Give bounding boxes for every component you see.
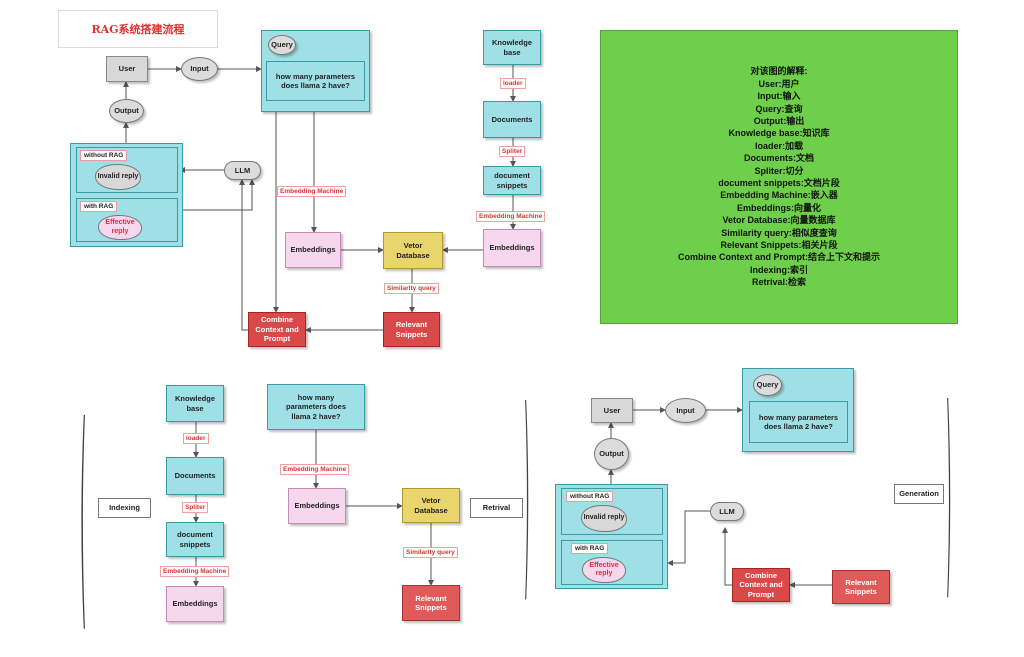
question-text-bottom: how many parameters does llama 2 have? xyxy=(749,401,848,443)
question-box-bottom: how many parameters does llama 2 have? xyxy=(267,384,365,430)
loader-tag: loader xyxy=(500,78,526,89)
embedding-machine-tag-left: Embedding Machine xyxy=(277,186,347,197)
query-node: Query xyxy=(268,35,296,55)
vector-database-node-bottom: Vetor Database xyxy=(402,488,460,523)
input-node: Input xyxy=(181,57,218,81)
generation-brace-right: ) xyxy=(946,376,952,632)
legend-line: loader:加载 xyxy=(754,140,803,151)
llm-node: LLM xyxy=(224,161,261,180)
embeddings-node-bottom-a: Embeddings xyxy=(166,586,224,622)
legend-line: Relevant Snippets:相关片段 xyxy=(720,240,838,251)
legend-line: 对该图的解释: xyxy=(750,66,808,77)
embedding-machine-tag-bottom-b: Embedding Machine xyxy=(280,464,350,475)
effective-reply-cloud: Effective reply xyxy=(98,215,142,240)
legend-line: document snippets:文档片段 xyxy=(718,178,840,188)
legend-line: Retrival:检索 xyxy=(751,277,806,288)
documents-node-bottom: Documents xyxy=(166,457,224,495)
retrival-brace-right: ) xyxy=(524,378,530,634)
input-node-bottom: Input xyxy=(665,398,706,423)
relevant-snippets-node: Relevant Snippets xyxy=(383,312,440,347)
embedding-machine-tag-bottom-a: Embedding Machine xyxy=(160,566,230,577)
embedding-machine-tag-right: Embedding Machine xyxy=(476,211,546,222)
legend-panel: 对该图的解释: User:用户 Input:输入 Query:查询 Output… xyxy=(600,30,958,324)
query-panel-bottom: Query how many parameters does llama 2 h… xyxy=(742,368,854,452)
legend-line: User:用户 xyxy=(758,78,800,89)
llm-node-bottom: LLM xyxy=(710,502,744,521)
effective-reply-cloud-bottom: Effective reply xyxy=(582,557,626,583)
with-rag-label: with RAG xyxy=(80,201,118,212)
indexing-brace-left: ( xyxy=(80,372,87,657)
vector-database-node: Vetor Database xyxy=(383,232,443,269)
embeddings-node-bottom-b: Embeddings xyxy=(288,488,346,524)
knowledge-base-node: Knowledge base xyxy=(483,30,541,65)
document-snippets-node-bottom: document snippets xyxy=(166,522,224,557)
legend-line: Spliter:切分 xyxy=(754,165,804,176)
relevant-snippets-node-bottom-mid: Relevant Snippets xyxy=(402,585,460,621)
legend-line: Similarity query:相似度查询 xyxy=(721,227,837,238)
indexing-label: Indexing xyxy=(98,498,151,518)
legend-line: Embedding Machine:嵌入器 xyxy=(720,190,838,201)
legend-line: Input:输入 xyxy=(757,91,801,102)
legend-line: Query:查询 xyxy=(755,103,803,114)
user-node-bottom: User xyxy=(591,398,633,423)
legend-line: Indexing:索引 xyxy=(750,264,808,275)
question-text: how many parameters does llama 2 have? xyxy=(266,61,365,101)
relevant-snippets-node-bottom: Relevant Snippets xyxy=(832,570,890,604)
without-rag-label: without RAG xyxy=(80,150,128,161)
embeddings-node-left: Embeddings xyxy=(285,232,341,268)
diagram-title: RAG系统搭建流程 xyxy=(58,10,218,48)
legend-line: Output:输出 xyxy=(753,115,805,126)
similarity-query-tag-bottom: Similarity query xyxy=(403,547,458,558)
legend-line: Documents:文档 xyxy=(743,153,814,164)
legend-line: Embeddings:向量化 xyxy=(736,202,821,213)
output-node: Output xyxy=(109,99,144,123)
legend-line: Knowledge base:知识库 xyxy=(728,128,830,139)
spliter-tag: Spliter xyxy=(499,146,526,157)
with-rag-label-bottom: with RAG xyxy=(571,543,609,554)
legend-line: Combine Context and Prompt:结合上下文和提示 xyxy=(678,252,880,263)
knowledge-base-node-bottom: Knowledge base xyxy=(166,385,224,422)
query-panel: Query how many parameters does llama 2 h… xyxy=(261,30,370,112)
output-node-bottom: Output xyxy=(594,438,629,470)
without-rag-label-bottom: without RAG xyxy=(566,491,614,502)
retrival-label: Retrival xyxy=(470,498,523,518)
embeddings-node-right: Embeddings xyxy=(483,229,541,267)
combine-context-node: Combine Context and Prompt xyxy=(248,312,306,347)
document-snippets-node: document snippets xyxy=(483,166,541,195)
invalid-reply-cloud-bottom: Invalid reply xyxy=(581,505,627,532)
query-node-bottom: Query xyxy=(753,374,782,396)
combine-context-node-bottom: Combine Context and Prompt xyxy=(732,568,790,602)
generation-label: Generation xyxy=(894,484,944,504)
invalid-reply-cloud: Invalid reply xyxy=(95,164,141,190)
user-node: User xyxy=(106,56,148,82)
spliter-tag-bottom: Spliter xyxy=(182,502,209,513)
legend-line: Vetor Database:向量数据库 xyxy=(722,215,836,226)
similarity-query-tag: Similarity query xyxy=(384,283,439,294)
documents-node: Documents xyxy=(483,101,541,138)
loader-tag-bottom: loader xyxy=(183,433,209,444)
